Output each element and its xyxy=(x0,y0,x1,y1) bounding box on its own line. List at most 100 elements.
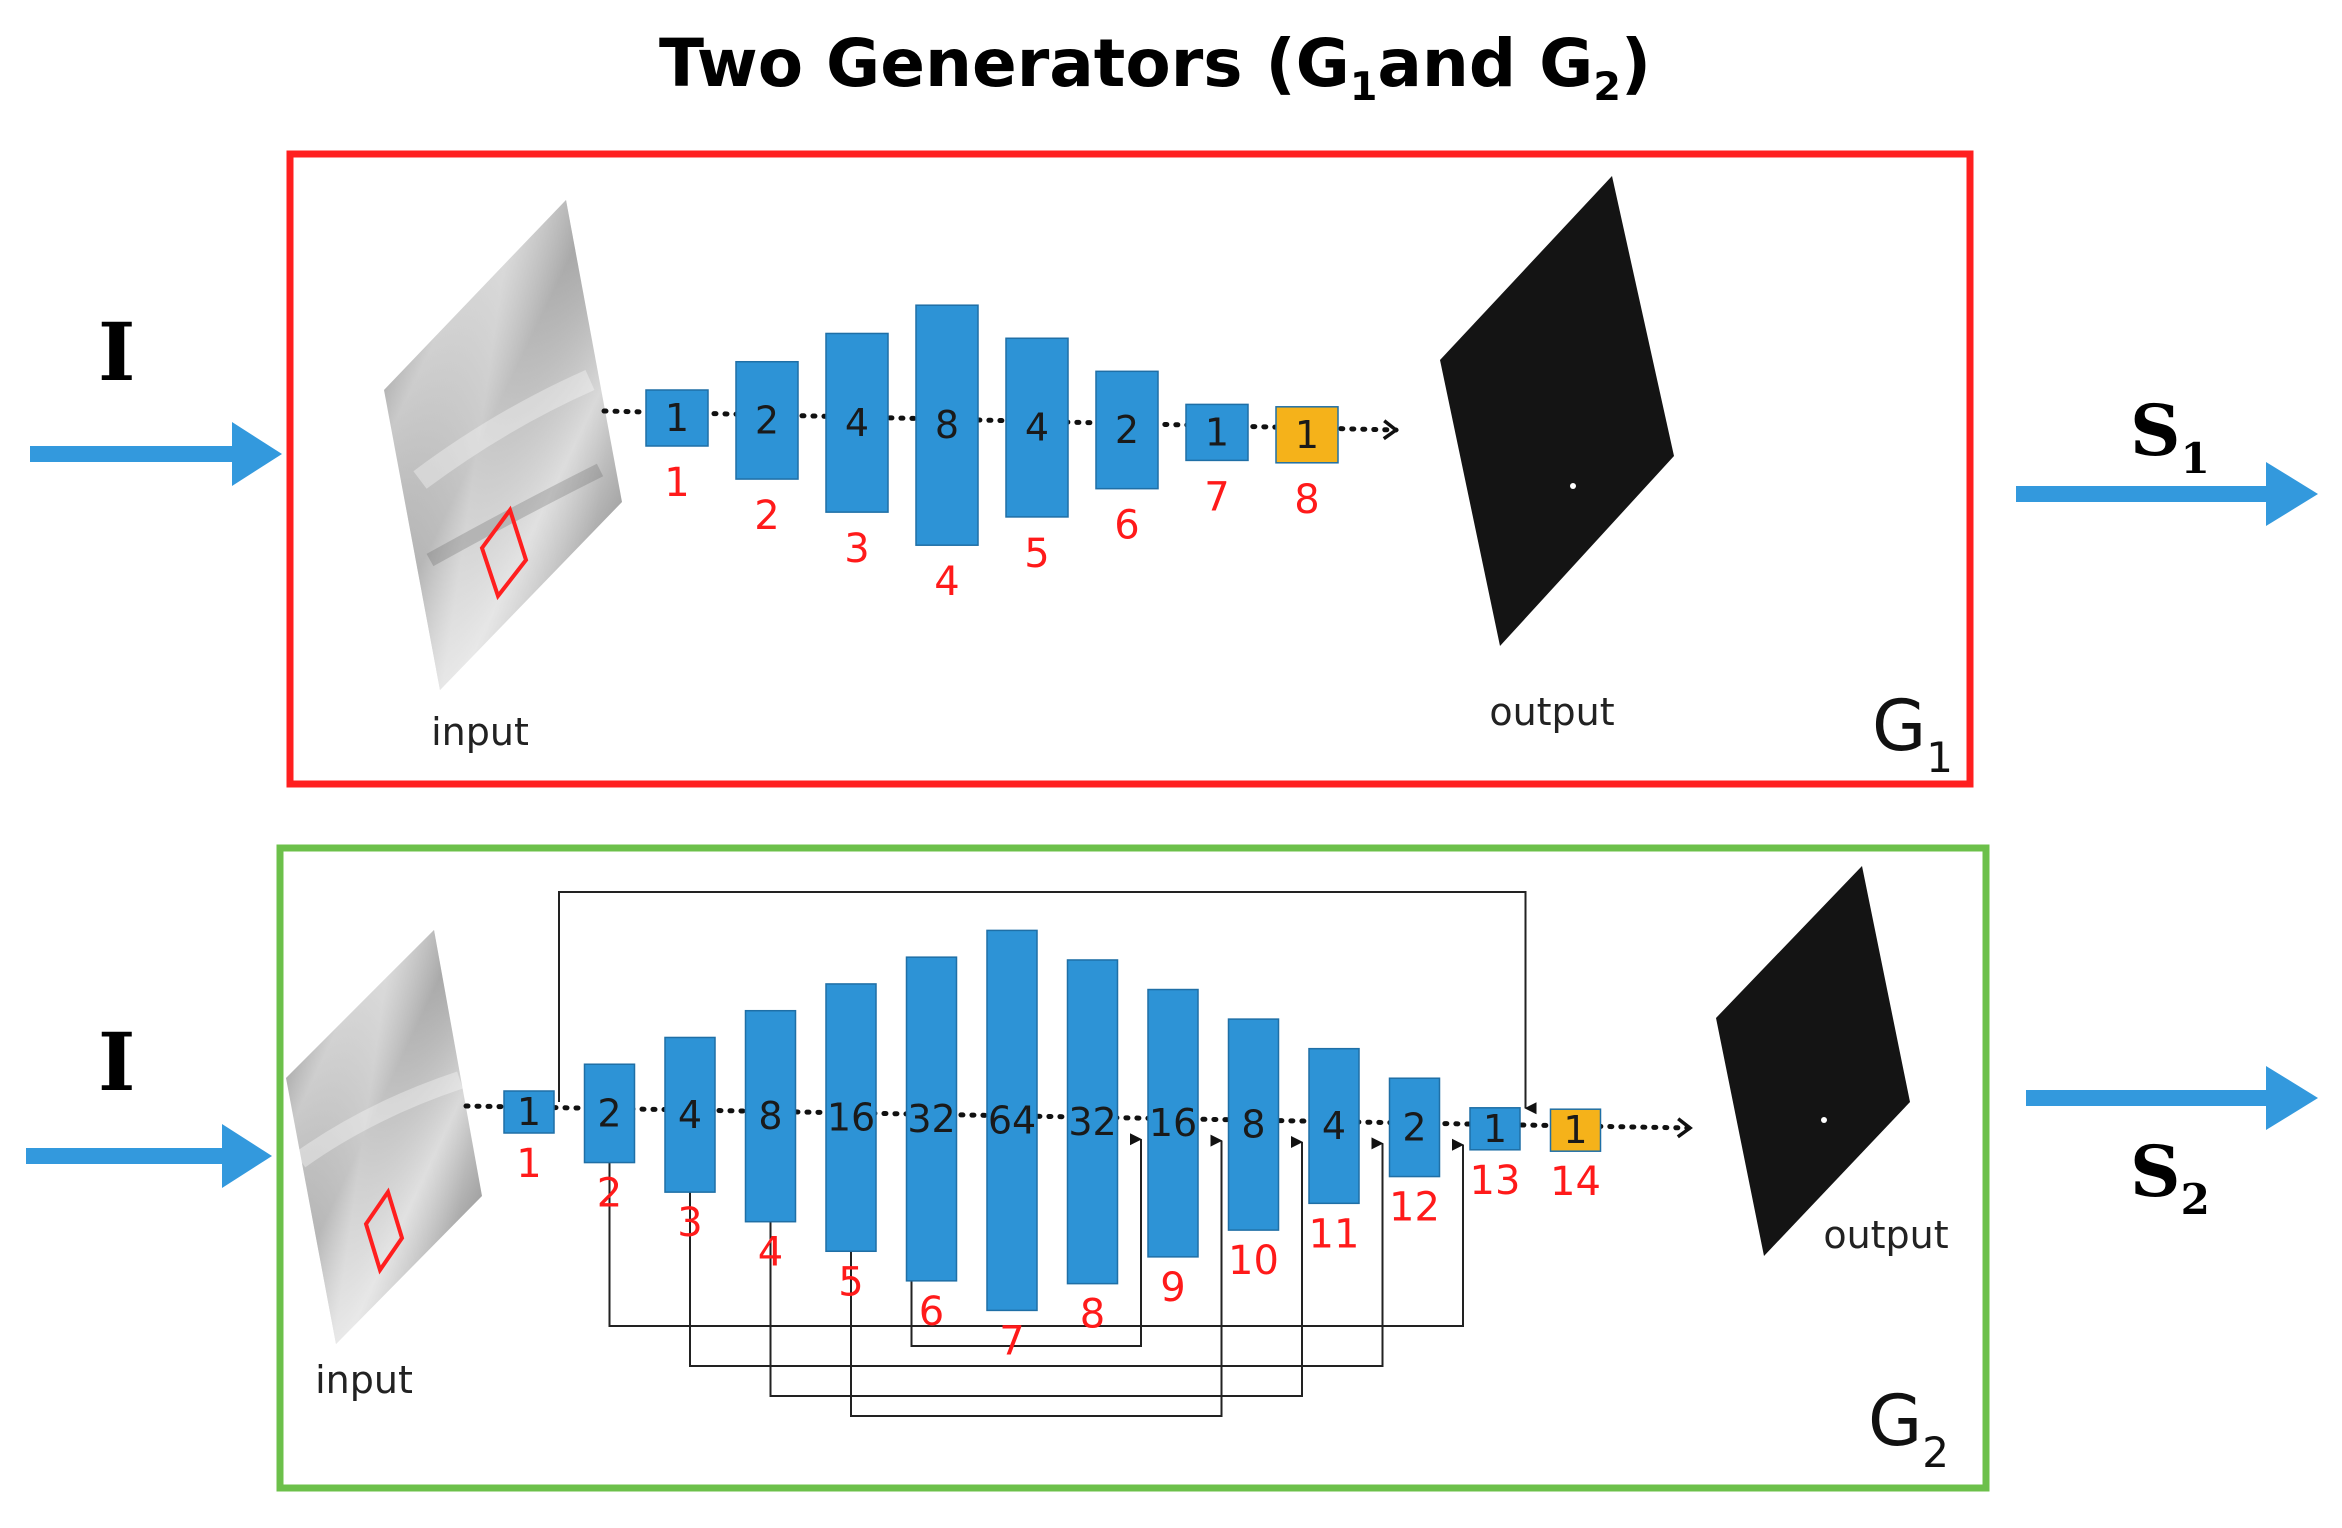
g2-output-arrow-label: S2 xyxy=(2130,1130,2210,1224)
g2-layer-index: 13 xyxy=(1470,1158,1521,1204)
g2-layer-value: 32 xyxy=(1068,1100,1116,1144)
g1-layer-8: 18 xyxy=(1275,406,1339,523)
g2-layer-7: 64 7 xyxy=(986,929,1038,1364)
g1-layer-4: 84 xyxy=(915,304,979,605)
g2-input-arrow-label: I xyxy=(98,1015,135,1109)
g2-layer-11: 4 11 xyxy=(1308,1047,1360,1257)
g1-layer-2: 22 xyxy=(735,360,799,539)
g1-layer-value: 1 xyxy=(1295,413,1319,457)
g1-layer-block xyxy=(915,304,979,546)
g2-layer-value: 8 xyxy=(1241,1103,1265,1147)
g1-layer-value: 8 xyxy=(935,403,959,447)
g2-layer-5: 16 5 xyxy=(825,983,877,1305)
g1-layer-value: 4 xyxy=(1025,406,1049,450)
g2-layer-index: 14 xyxy=(1550,1159,1601,1205)
g2-layer-value: 4 xyxy=(678,1093,702,1137)
g2-layer-block xyxy=(1549,1108,1602,1152)
g2-layer-block xyxy=(1147,988,1199,1258)
g2-skip-4-to-11 xyxy=(769,1136,1303,1397)
g2-layer-value: 64 xyxy=(988,1098,1036,1142)
g2-layer-9: 16 9 xyxy=(1147,988,1199,1311)
g1-layer-index: 7 xyxy=(1204,474,1229,520)
g2-layer-block xyxy=(503,1090,555,1134)
g2-layer-value: 1 xyxy=(517,1090,541,1134)
g2-input-arrow xyxy=(26,1124,272,1188)
g2-output-label: output xyxy=(1823,1213,1948,1257)
g2-output-map xyxy=(1716,866,1910,1256)
g2-layer-block xyxy=(825,983,877,1253)
g2-skip-6-to-9 xyxy=(910,1133,1142,1347)
g2-skip-2-to-13 xyxy=(608,1138,1464,1327)
g2-input-image xyxy=(286,930,482,1344)
g2-layer-value: 16 xyxy=(1149,1101,1197,1145)
g2-layer-index: 6 xyxy=(919,1289,944,1335)
g2-layer-index: 5 xyxy=(838,1259,863,1305)
g2-layer-block xyxy=(986,929,1038,1312)
g1-output-label: output xyxy=(1489,690,1614,734)
g1-layer-index: 6 xyxy=(1114,503,1139,549)
g1-input-arrow xyxy=(30,422,282,486)
g1-layer-index: 5 xyxy=(1024,531,1049,577)
g2-skip-3-to-12 xyxy=(689,1137,1384,1367)
g2-layer-block xyxy=(1308,1047,1360,1205)
g2-layer-value: 8 xyxy=(758,1094,782,1138)
g2-layer-value: 1 xyxy=(1483,1107,1507,1151)
g1-layer-index: 1 xyxy=(664,460,689,506)
g1-output-arrow-label: S1 xyxy=(2130,389,2210,483)
g1-output-map xyxy=(1440,176,1674,646)
g1-input-arrow-label: I xyxy=(98,305,135,399)
g1-layer-value: 1 xyxy=(1205,410,1229,454)
figure-title: Two Generators (G1and G2) xyxy=(659,25,1651,110)
g1-input-label: input xyxy=(431,710,529,754)
g1-layer-value: 2 xyxy=(1115,408,1139,452)
g1-layer-block xyxy=(1185,403,1249,462)
g2-layer-3: 43 xyxy=(664,1036,716,1246)
g2-layer-value: 32 xyxy=(907,1097,955,1141)
g1-frame xyxy=(286,150,1974,788)
g2-output-spot xyxy=(1821,1117,1827,1123)
g1-layer-6: 26 xyxy=(1095,370,1159,549)
g2-layer-6: 32 6 xyxy=(905,956,958,1335)
g1-input-image xyxy=(384,200,622,690)
generator-g2: I input 11224384165326647328169810411212… xyxy=(26,844,2318,1492)
g2-layer-block xyxy=(664,1036,716,1193)
g2-layer-14: 114 xyxy=(1549,1108,1602,1205)
g2-layer-index: 4 xyxy=(758,1230,783,1276)
g2-layer-10: 8 10 xyxy=(1227,1018,1280,1284)
g1-layer-5: 45 xyxy=(1005,337,1069,577)
g2-layer-value: 2 xyxy=(1402,1105,1426,1149)
g1-layer-block xyxy=(1005,337,1069,518)
g2-layer-block xyxy=(744,1009,797,1223)
g2-label: G2 xyxy=(1868,1380,1949,1477)
g2-layer-block xyxy=(1227,1018,1280,1231)
g1-output-arrow xyxy=(2016,462,2318,526)
g1-layer-index: 2 xyxy=(754,493,779,539)
g2-skip-connections xyxy=(558,891,1537,1417)
g2-skip-1-to-14 xyxy=(558,891,1537,1115)
g2-layer-block xyxy=(1469,1107,1521,1151)
g1-roi-marker xyxy=(479,505,529,601)
g2-layer-8: 328 xyxy=(1066,959,1119,1338)
g1-layer-value: 2 xyxy=(755,398,779,442)
g2-layer-index: 7 xyxy=(999,1318,1024,1364)
g2-output-arrow xyxy=(2026,1066,2318,1130)
g2-layer-value: 4 xyxy=(1322,1104,1346,1148)
g2-layer-index: 10 xyxy=(1228,1238,1279,1284)
g1-layer-3: 43 xyxy=(825,332,889,572)
g2-layer-index: 11 xyxy=(1309,1211,1360,1257)
g2-layer-index: 9 xyxy=(1160,1265,1185,1311)
g2-input-label: input xyxy=(315,1358,413,1402)
g2-layer-value: 16 xyxy=(827,1096,875,1140)
g1-layer-index: 8 xyxy=(1294,477,1319,523)
g1-layer-7: 17 xyxy=(1185,403,1249,520)
g2-layer-4: 84 xyxy=(744,1009,797,1276)
g2-layer-index: 12 xyxy=(1389,1185,1440,1231)
g1-label: G1 xyxy=(1872,685,1953,782)
g1-layer-block xyxy=(645,389,709,447)
g2-layer-index: 2 xyxy=(597,1171,622,1217)
g2-skip-5-to-10 xyxy=(850,1134,1223,1417)
